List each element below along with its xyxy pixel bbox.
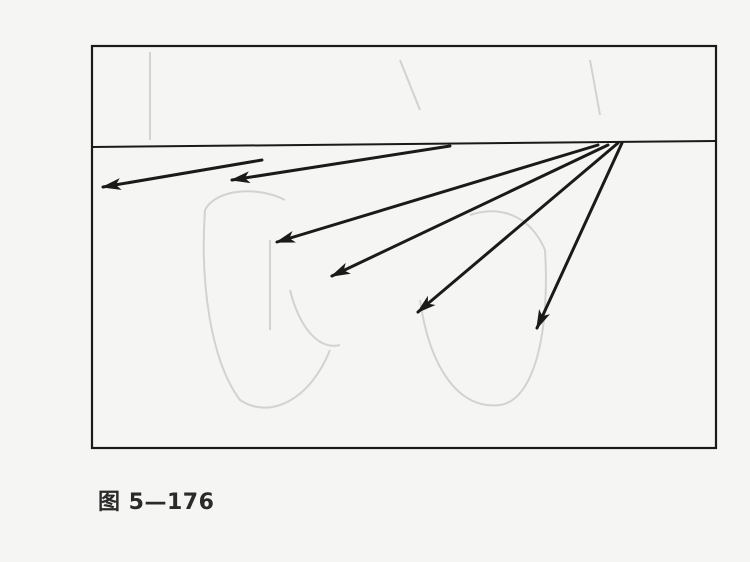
ghost-sketch: [149, 52, 601, 409]
arrow-3: [275, 143, 600, 244]
arrows: [101, 141, 624, 330]
arrow-5: [416, 141, 620, 314]
arrow-6: [535, 141, 624, 330]
figure-caption: 图 5—176: [98, 490, 215, 515]
arrow-4: [330, 143, 610, 278]
arrow-2: [230, 144, 452, 184]
arrow-1: [101, 158, 264, 190]
outer-frame: [90, 44, 718, 450]
divider-line: [91, 140, 717, 148]
